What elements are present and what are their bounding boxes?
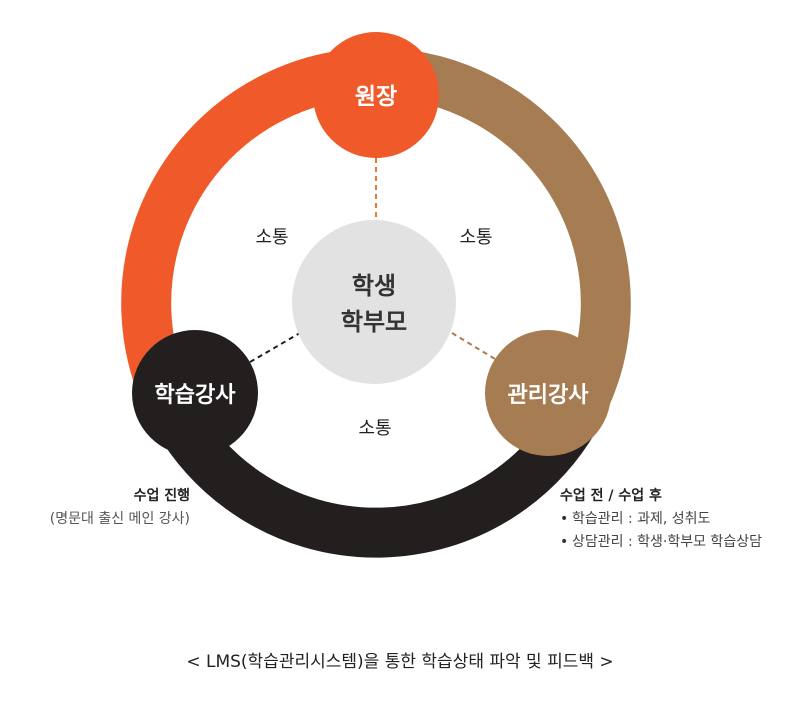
node-management-instructor bbox=[485, 330, 611, 456]
ring-arc-brown bbox=[375, 48, 631, 431]
connector-right bbox=[451, 332, 501, 363]
note-management-list: 학습관리 : 과제, 성취도 상담관리 : 학생·학부모 학습상담 bbox=[560, 508, 795, 554]
connector-left bbox=[249, 332, 301, 363]
note-teaching-subtitle: (명문대 출신 메인 강사) bbox=[49, 511, 190, 528]
note-teaching: 수업 진행 (명문대 출신 메인 강사) bbox=[10, 485, 190, 531]
note-management: 수업 전 / 수업 후 학습관리 : 과제, 성취도 상담관리 : 학생·학부모… bbox=[560, 485, 795, 554]
ring-dots-black bbox=[202, 402, 550, 504]
node-director-label: 원장 bbox=[355, 84, 397, 110]
note-teaching-title: 수업 진행 bbox=[133, 488, 190, 504]
ring-arc-black bbox=[155, 405, 597, 558]
note-management-title: 수업 전 / 수업 후 bbox=[560, 488, 662, 504]
ring-dots-brown bbox=[375, 102, 577, 404]
node-teaching-instructor bbox=[132, 330, 258, 456]
node-director bbox=[313, 32, 439, 158]
note-management-item: 학습관리 : 과제, 성취도 bbox=[560, 508, 795, 531]
node-management-instructor-label: 관리강사 bbox=[508, 383, 590, 408]
node-teaching-instructor-label: 학습강사 bbox=[155, 383, 237, 408]
diagram-caption: < LMS(학습관리시스템)을 통한 학습상태 파악 및 피드백 > bbox=[186, 652, 614, 672]
center-circle bbox=[292, 220, 456, 384]
center-label-line1: 학생 bbox=[352, 272, 396, 300]
comm-label-right: 소통 bbox=[459, 227, 492, 248]
ring-dots-orange bbox=[175, 102, 377, 404]
comm-label-bottom: 소통 bbox=[358, 418, 391, 439]
comm-label-left: 소통 bbox=[255, 227, 288, 248]
note-management-item: 상담관리 : 학생·학부모 학습상담 bbox=[560, 531, 795, 554]
center-label-line2: 학부모 bbox=[341, 308, 407, 336]
